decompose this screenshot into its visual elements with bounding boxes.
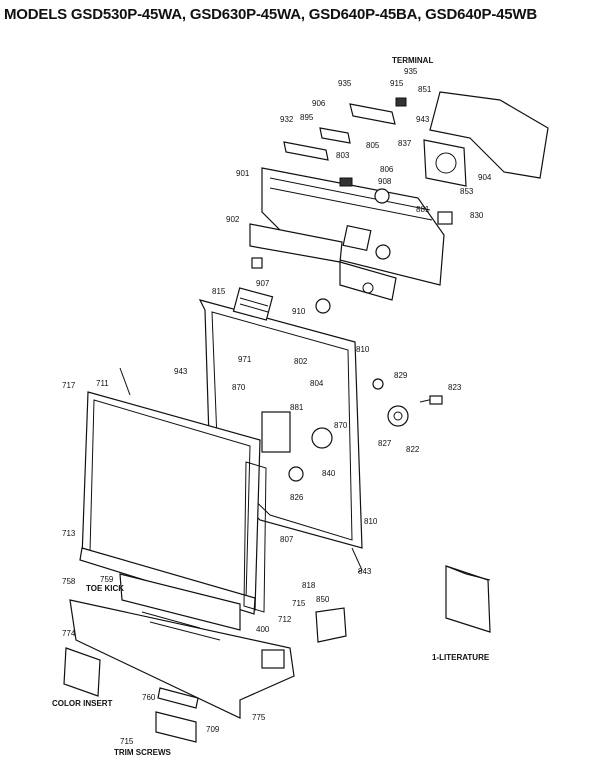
part-label: 902 [226, 215, 240, 224]
part-label: 843 [358, 567, 372, 576]
part-label: 775 [252, 713, 266, 722]
part-label: 908 [378, 177, 392, 186]
literature-caption: 1-LITERATURE [432, 653, 490, 662]
part-label: 870 [232, 383, 246, 392]
part-label: 881 [416, 205, 430, 214]
part-label: 895 [300, 113, 314, 122]
page-title: MODELS GSD530P-45WA, GSD630P-45WA, GSD64… [4, 6, 537, 23]
part-label: 713 [62, 529, 76, 538]
part-label: 837 [398, 139, 412, 148]
part-label: 827 [378, 439, 392, 448]
part-label: 711 [96, 379, 109, 388]
toe-kick-caption: TOE KICK [86, 584, 124, 593]
part-label: 810 [364, 517, 378, 526]
part-label: 829 [394, 371, 408, 380]
part-label: 851 [418, 85, 432, 94]
part-label: 712 [278, 615, 292, 624]
control-panel-assembly [249, 167, 445, 301]
part-label: 715 [292, 599, 306, 608]
part-label: 823 [448, 383, 462, 392]
trim-screws-caption: TRIM SCREWS [114, 748, 172, 757]
part-label: 853 [460, 187, 474, 196]
part-label: 818 [302, 581, 316, 590]
part-label: 804 [310, 379, 324, 388]
part-label: 901 [236, 169, 250, 178]
part-label: 807 [280, 535, 294, 544]
part-label: 815 [212, 287, 226, 296]
part-label: 904 [478, 173, 492, 182]
top-parts [251, 91, 549, 314]
part-label: 805 [366, 141, 380, 150]
part-label: 830 [470, 211, 484, 220]
part-label: 759 [100, 575, 114, 584]
part-label: 758 [62, 577, 76, 586]
part-label: 943 [174, 367, 188, 376]
part-label: 717 [62, 381, 76, 390]
part-label: 910 [292, 307, 306, 316]
part-labels: TERMINAL 935 935 915 851 906 932 895 943… [52, 56, 492, 757]
part-label: 709 [206, 725, 220, 734]
part-label: 400 [256, 625, 270, 634]
part-label: 932 [280, 115, 294, 124]
part-label: 715 [120, 737, 134, 746]
part-label: 803 [336, 151, 350, 160]
misc-parts [315, 378, 491, 643]
part-label: 850 [316, 595, 330, 604]
part-label: 935 [404, 67, 418, 76]
part-label: 826 [290, 493, 304, 502]
part-label: 943 [416, 115, 430, 124]
part-label: 906 [312, 99, 326, 108]
part-label: 971 [238, 355, 252, 364]
part-label: 822 [406, 445, 420, 454]
part-label: 870 [334, 421, 348, 430]
part-label: 915 [390, 79, 404, 88]
part-label: 881 [290, 403, 304, 412]
part-label: 774 [62, 629, 76, 638]
part-label: 802 [294, 357, 308, 366]
part-label: 760 [142, 693, 156, 702]
part-label: 806 [380, 165, 394, 174]
part-label: 907 [256, 279, 270, 288]
part-label: 810 [356, 345, 370, 354]
terminal-caption: TERMINAL [392, 56, 433, 65]
toe-kick-assembly [63, 573, 295, 743]
part-label: 840 [322, 469, 336, 478]
part-label: 935 [338, 79, 352, 88]
color-insert-caption: COLOR INSERT [52, 699, 113, 708]
